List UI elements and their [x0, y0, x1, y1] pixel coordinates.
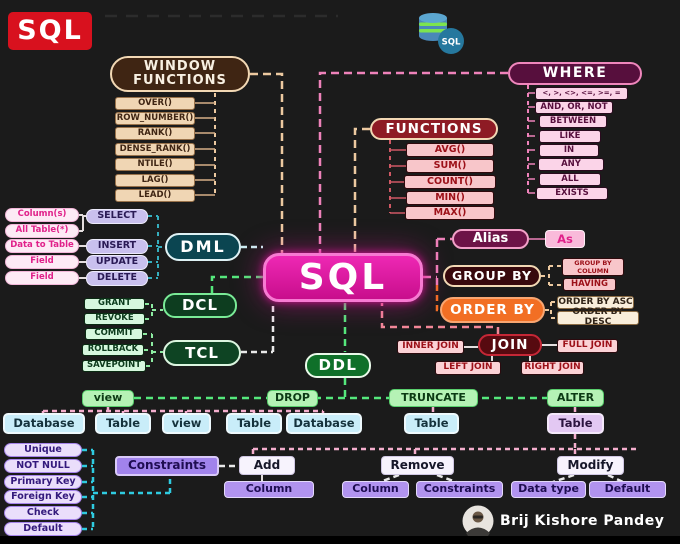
ddl-op-view: view	[82, 390, 134, 407]
function-item: COUNT()	[404, 175, 496, 189]
ddl-op-truncate: TRUNCATE	[389, 389, 478, 407]
where-item: BETWEEN	[539, 115, 607, 128]
sql-logo: SQL	[8, 12, 92, 50]
function-item: MIN()	[406, 191, 494, 205]
left-join-item: LEFT JOIN	[435, 361, 501, 375]
dml-operand: Field	[5, 271, 79, 285]
window-function-item: NTILE()	[115, 158, 195, 171]
constraint-type: Default	[4, 522, 82, 536]
function-item: MAX()	[405, 206, 495, 220]
join-node: JOIN	[478, 334, 542, 356]
having-item: HAVING	[563, 278, 616, 291]
constraint-type: Unique	[4, 443, 82, 457]
order-by-desc-item: ORDER BY DESC	[557, 307, 639, 327]
target-database: Database	[286, 413, 362, 434]
author-name: Brij Kishore Pandey	[500, 513, 665, 530]
function-item: AVG()	[406, 143, 494, 157]
add-node: Add	[239, 456, 295, 475]
dml-operand: Data to Table	[5, 239, 79, 253]
where-item: IN	[539, 144, 599, 157]
sql-center-node: SQL	[263, 253, 423, 302]
ddl-op-alter: ALTER	[547, 389, 604, 407]
db-icon-label: SQL	[442, 38, 461, 48]
modify-node: Modify	[557, 456, 624, 475]
ddl-op-drop: DROP	[267, 390, 318, 407]
dcl-item: GRANT	[84, 298, 145, 310]
constraint-type: Foreign Key	[4, 490, 82, 504]
function-item: SUM()	[406, 159, 494, 173]
where-item: <, >, <>, <=, >=, =	[535, 87, 628, 100]
dml-command: DELETE	[86, 271, 148, 286]
inner-join-item: INNER JOIN	[397, 340, 464, 354]
modify-datatype-item: Data type	[511, 481, 586, 498]
window-function-item: LAG()	[115, 174, 195, 187]
target-table: Table	[95, 413, 151, 434]
functions-node: FUNCTIONS	[370, 118, 498, 140]
constraints-node: Constraints	[115, 456, 219, 476]
dml-command: SELECT	[86, 209, 148, 224]
where-item: AND, OR, NOT	[535, 101, 613, 114]
where-item: LIKE	[539, 130, 601, 143]
where-item: EXISTS	[536, 187, 608, 200]
tcl-item: ROLLBACK	[82, 344, 144, 356]
add-column-item: Column	[224, 481, 314, 498]
where-node: WHERE	[508, 62, 642, 85]
truncate-target-table: Table	[404, 413, 459, 434]
target-database: Database	[3, 413, 85, 434]
window-function-item: ROW_NUMBER()	[115, 112, 195, 125]
ddl-node: DDL	[305, 353, 371, 378]
constraint-type: Check	[4, 506, 82, 520]
window-functions-node: WINDOW FUNCTIONS	[110, 56, 250, 92]
database-icon: SQL	[419, 13, 464, 54]
group-by-node: GROUP BY	[443, 265, 541, 287]
target-view: view	[162, 413, 211, 434]
dml-command: UPDATE	[86, 255, 148, 270]
bottom-border	[0, 536, 680, 544]
remove-constraints-item: Constraints	[416, 481, 503, 498]
constraint-type: NOT NULL	[4, 459, 82, 473]
right-join-item: RIGHT JOIN	[521, 361, 584, 375]
window-function-item: RANK()	[115, 127, 195, 140]
where-item: ANY	[538, 158, 604, 171]
dml-operand: Column(s)	[5, 208, 79, 222]
target-table: Table	[226, 413, 282, 434]
remove-node: Remove	[381, 456, 454, 475]
remove-column-item: Column	[342, 481, 409, 498]
tcl-node: TCL	[163, 340, 241, 366]
group-by-column-item: GROUP BY COLUMN	[562, 258, 624, 276]
order-by-node: ORDER BY	[440, 297, 545, 323]
window-function-item: DENSE_RANK()	[115, 143, 195, 156]
alter-target-table: Table	[547, 413, 604, 434]
constraint-type: Primary Key	[4, 475, 82, 489]
alias-as-item: As	[545, 230, 585, 248]
order-by-asc-item: ORDER BY ASC	[557, 296, 634, 309]
window-function-item: OVER()	[115, 97, 195, 110]
dcl-node: DCL	[163, 293, 237, 318]
where-item: ALL	[539, 173, 601, 186]
author-avatar	[462, 505, 494, 537]
alias-node: Alias	[452, 229, 529, 249]
modify-default-item: Default	[589, 481, 666, 498]
full-join-item: FULL JOIN	[557, 339, 618, 353]
window-function-item: LEAD()	[115, 189, 195, 202]
tcl-item: COMMIT	[85, 328, 143, 340]
dcl-item: REVOKE	[84, 313, 145, 325]
dml-operand: Field	[5, 255, 79, 269]
dml-operand: All Table(*)	[5, 224, 79, 238]
dml-node: DML	[165, 233, 241, 261]
dml-command: INSERT	[86, 239, 148, 254]
tcl-item: SAVEPOINT	[82, 360, 146, 372]
